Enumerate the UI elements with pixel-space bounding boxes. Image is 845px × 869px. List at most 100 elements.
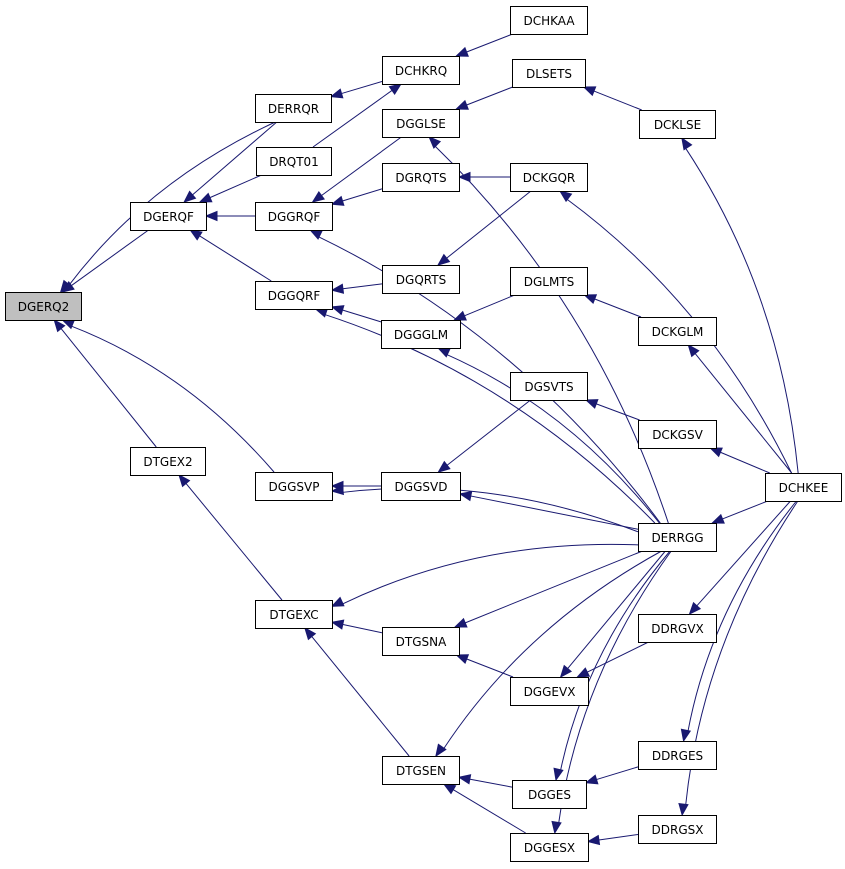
node-dckgqr[interactable]: DCKGQR <box>510 163 588 192</box>
node-box <box>638 614 717 643</box>
node-ddrgsx[interactable]: DDRGSX <box>638 815 717 844</box>
node-box <box>512 780 587 809</box>
edge-dgerqf-to-dgerq2-arrowhead <box>61 281 75 293</box>
node-label: DCKGQR <box>523 171 576 185</box>
edge-derrgg-to-dtgsna <box>464 550 643 624</box>
edge-derrgg-to-dtgsen-arrowhead <box>435 743 447 758</box>
node-box <box>255 281 333 310</box>
node-drqt01[interactable]: DRQT01 <box>256 147 332 176</box>
node-dgglse[interactable]: DGGLSE <box>382 109 460 138</box>
node-label: DGGRQF <box>268 210 321 224</box>
node-box <box>255 472 333 501</box>
node-box <box>382 56 460 85</box>
node-label: DCKGSV <box>652 428 703 442</box>
edge-dchkaa-to-dchkrq <box>465 33 513 53</box>
edge-derrgg-to-dgglse-arrowhead <box>428 136 442 149</box>
node-dtgex2[interactable]: DTGEX2 <box>130 447 206 476</box>
edge-dtgsen-to-dtgexc-arrowhead <box>304 626 317 641</box>
node-box <box>638 420 717 449</box>
edge-dgrqts-to-dggrqf <box>341 188 383 202</box>
node-ddrgvx[interactable]: DDRGVX <box>638 614 717 643</box>
node-label: DGLMTS <box>524 275 575 289</box>
node-dckgsv[interactable]: DCKGSV <box>638 420 717 449</box>
edge-derrgg-to-dgges <box>559 550 671 772</box>
edge-derrgg-to-dgglse <box>434 145 669 524</box>
node-label: DDRGVX <box>651 622 704 636</box>
node-dtgexc[interactable]: DTGEXC <box>255 600 333 629</box>
edge-dggqrf-to-dgerqf-arrowhead <box>189 229 203 241</box>
node-dggevx[interactable]: DGGEVX <box>510 677 589 706</box>
edge-derrgg-to-dtgexc-arrowhead <box>330 596 345 607</box>
node-label: DGGSVD <box>395 480 448 494</box>
edge-dgerqf-to-dgerq2 <box>70 229 149 287</box>
node-dggsvp[interactable]: DGGSVP <box>255 472 333 501</box>
node-derrgg[interactable]: DERRGG <box>638 523 717 552</box>
node-dggesx[interactable]: DGGESX <box>510 833 589 862</box>
node-dglmts[interactable]: DGLMTS <box>510 267 588 296</box>
node-dggqrf[interactable]: DGGQRF <box>255 281 333 310</box>
node-dckglm[interactable]: DCKGLM <box>638 317 717 346</box>
node-box <box>765 473 842 502</box>
node-dgsvts[interactable]: DGSVTS <box>510 372 588 401</box>
node-label: DGQRTS <box>396 273 446 287</box>
node-dgerqf[interactable]: DGERQF <box>130 202 207 231</box>
node-ddrges[interactable]: DDRGES <box>638 741 717 770</box>
node-box <box>638 317 717 346</box>
edge-dchkee-to-dckgsv-arrowhead <box>709 447 723 458</box>
node-box <box>638 815 717 844</box>
edge-dlsets-to-dgglse-arrowhead <box>455 99 469 110</box>
node-dlsets[interactable]: DLSETS <box>512 59 586 88</box>
node-box <box>256 147 332 176</box>
node-dgrqts[interactable]: DGRQTS <box>382 163 460 192</box>
node-dtgsna[interactable]: DTGSNA <box>382 627 460 656</box>
node-label: DCHKEE <box>779 481 829 495</box>
node-box <box>510 267 588 296</box>
edge-ddrgsx-to-dggesx-arrowhead <box>586 834 601 846</box>
edge-dchkee-to-ddrgvx <box>695 500 791 607</box>
node-label: DLSETS <box>526 67 572 81</box>
edge-derrgg-to-dggrqf <box>317 235 661 524</box>
node-label: DCKLSE <box>654 118 701 132</box>
node-label: DGGGLM <box>394 328 448 342</box>
node-box <box>255 600 333 629</box>
node-box <box>510 372 588 401</box>
edge-dgqrts-to-dggqrf-arrowhead <box>330 283 345 294</box>
node-dggrqf[interactable]: DGGRQF <box>255 202 333 231</box>
node-box <box>512 59 586 88</box>
node-label: DTGSEN <box>396 764 446 778</box>
edge-dchkee-to-dckgqr-arrowhead <box>558 190 573 203</box>
edge-ddrgvx-to-dggevx <box>586 641 649 674</box>
node-dchkrq[interactable]: DCHKRQ <box>382 56 460 85</box>
node-box <box>381 320 461 349</box>
node-dggglm[interactable]: DGGGLM <box>381 320 461 349</box>
edge-derrqr-to-dgerqf <box>191 121 278 196</box>
node-dtgsen[interactable]: DTGSEN <box>382 756 460 785</box>
node-dgqrts[interactable]: DGQRTS <box>382 265 460 294</box>
node-dchkee[interactable]: DCHKEE <box>765 473 842 502</box>
edge-dtgsna-to-dtgexc <box>341 623 383 634</box>
edge-dggevx-to-dtgsna-arrowhead <box>455 654 470 665</box>
edge-dgrqts-to-dggrqf-arrowhead <box>330 195 345 206</box>
edge-dgqrts-to-dggqrf <box>341 283 383 290</box>
node-dggsvd[interactable]: DGGSVD <box>381 472 461 501</box>
node-box <box>382 265 460 294</box>
edge-derrgg-to-dggsvp-arrowhead <box>330 484 344 496</box>
edge-dckgsv-to-dgsvts <box>595 403 640 421</box>
node-label: DGGSVP <box>269 480 320 494</box>
node-dgerq2[interactable]: DGERQ2 <box>5 292 82 321</box>
node-label: DGERQF <box>143 210 194 224</box>
edge-derrgg-to-dtgsen <box>442 550 662 750</box>
node-derrqr[interactable]: DERRQR <box>255 94 332 123</box>
edge-dchkee-to-derrgg <box>721 500 768 520</box>
edge-dcklse-to-dlsets-arrowhead <box>582 86 597 97</box>
edge-dglmts-to-dggglm <box>463 294 515 317</box>
edge-derrgg-to-dggqrf <box>323 313 656 524</box>
edge-dgges-to-dtgsen-arrowhead <box>457 774 472 785</box>
node-dchkaa[interactable]: DCHKAA <box>510 6 588 35</box>
call-edges <box>53 33 799 846</box>
node-dgges[interactable]: DGGES <box>512 780 587 809</box>
node-box <box>382 109 460 138</box>
edge-dchkrq-to-derrqr <box>340 80 383 95</box>
node-dcklse[interactable]: DCKLSE <box>639 110 716 139</box>
